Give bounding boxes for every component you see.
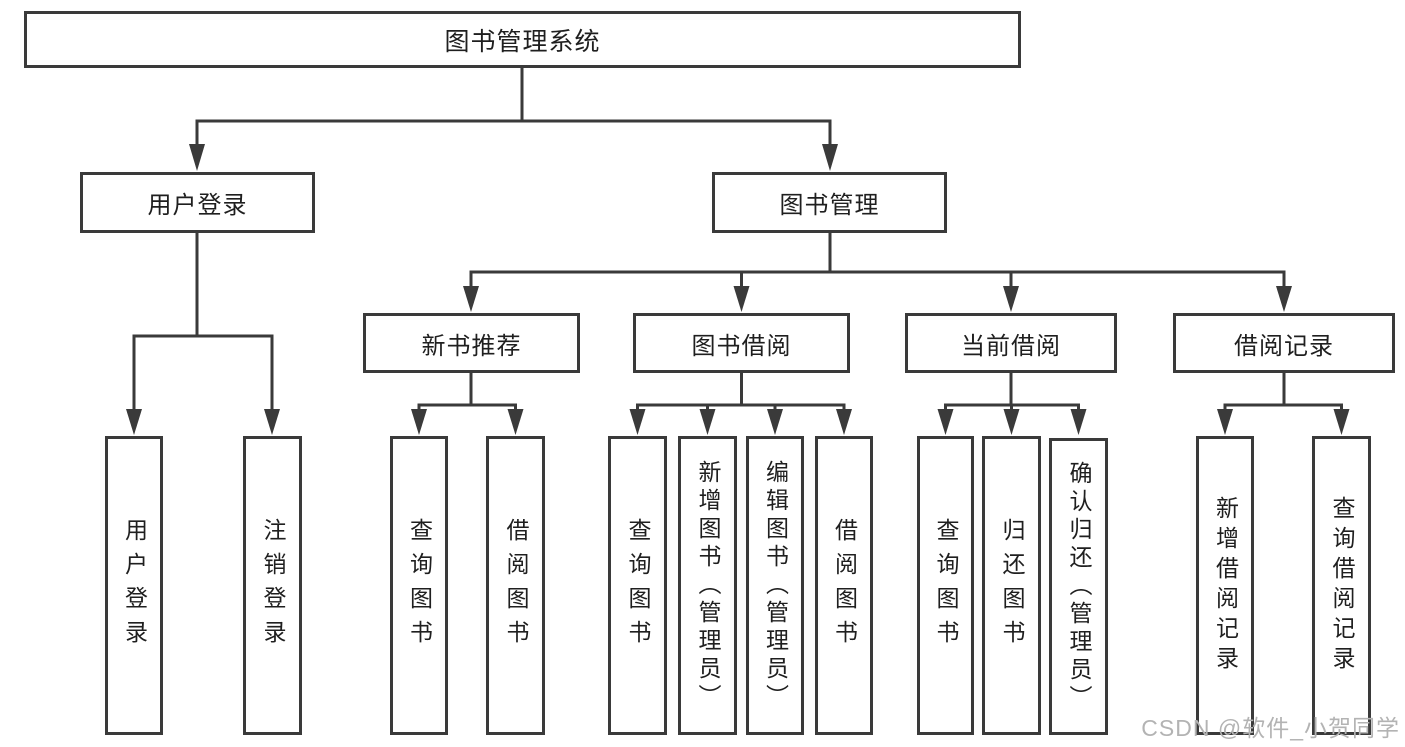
- leaf-query-books-recommend: 查询图书: [390, 436, 448, 735]
- leaf-edit-book-admin: 编辑图书（管理员）: [746, 436, 804, 735]
- leaf-confirm-return-admin: 确认归还（管理员）: [1049, 438, 1108, 735]
- leaf-logout: 注销登录: [243, 436, 302, 735]
- leaf-borrow-books-borrowing: 借阅图书: [815, 436, 873, 735]
- leaf-query-books-current: 查询图书: [917, 436, 974, 735]
- leaf-user-login: 用户登录: [105, 436, 163, 735]
- csdn-watermark: CSDN @软件_小贺同学: [1141, 715, 1400, 741]
- node-new-book-recommend: 新书推荐: [363, 313, 580, 373]
- arrowheads: [126, 144, 1350, 435]
- leaf-query-books-borrowing: 查询图书: [608, 436, 667, 735]
- node-borrowing-records: 借阅记录: [1173, 313, 1395, 373]
- node-library-management-system: 图书管理系统: [24, 11, 1021, 68]
- leaf-query-borrow-record: 查询借阅记录: [1312, 436, 1371, 735]
- node-current-borrowing: 当前借阅: [905, 313, 1117, 373]
- node-book-borrowing: 图书借阅: [633, 313, 850, 373]
- node-book-management: 图书管理: [712, 172, 947, 233]
- leaf-add-borrow-record: 新增借阅记录: [1196, 436, 1254, 735]
- leaf-return-book: 归还图书: [982, 436, 1041, 735]
- node-user-login: 用户登录: [80, 172, 315, 233]
- leaf-borrow-books-recommend: 借阅图书: [486, 436, 545, 735]
- leaf-add-book-admin: 新增图书（管理员）: [678, 436, 737, 735]
